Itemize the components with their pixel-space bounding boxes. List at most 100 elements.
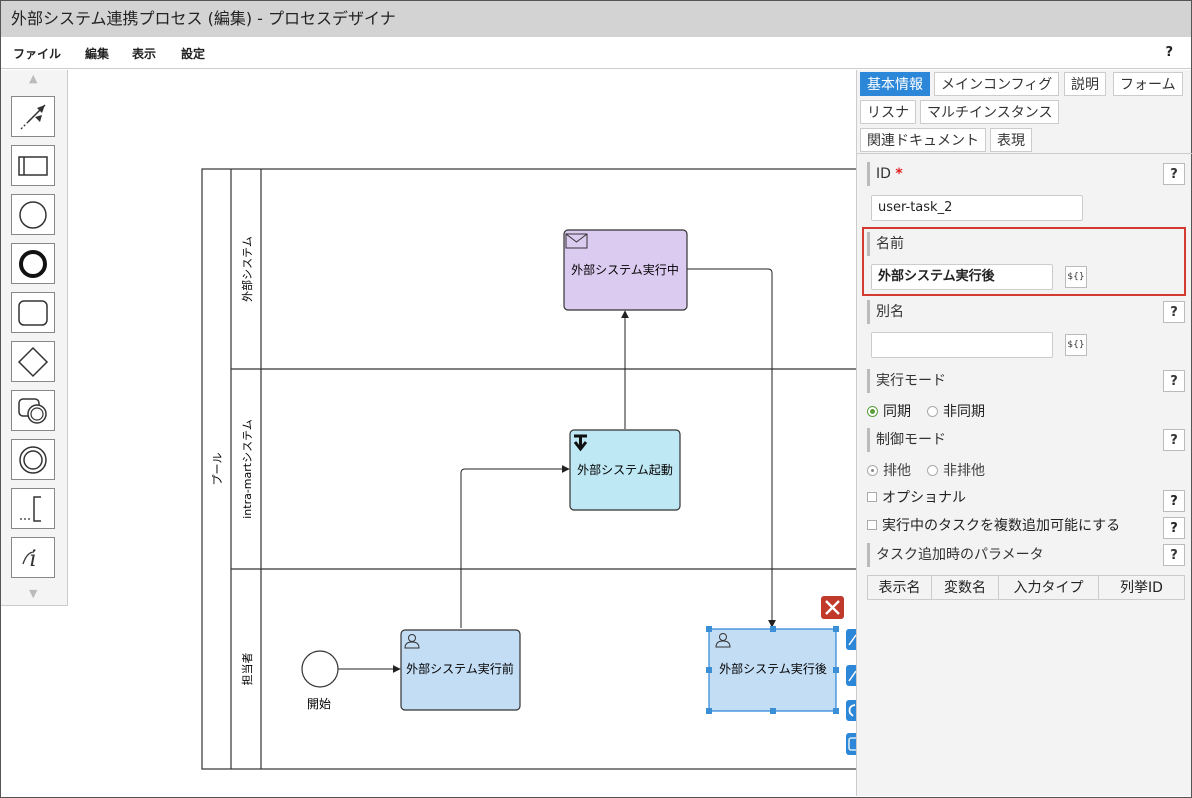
alias-label: 別名 [876,304,904,320]
name-section: 名前 [867,232,1177,256]
task-before[interactable]: 外部システム実行前 [400,629,521,711]
optional-help-button[interactable]: ? [1163,490,1185,512]
flow-before-to-start-external[interactable] [460,465,570,628]
name-expression-button[interactable]: ${} [1065,266,1087,288]
params-label: タスク追加時のパラメータ [876,547,1044,563]
tab-basic-info[interactable]: 基本情報 [860,72,930,96]
quick-action-rotate-icon[interactable] [846,700,856,721]
tab-multi-instance[interactable]: マルチインスタンス [920,100,1060,124]
lane-label-external: 外部システム [240,236,254,302]
task-start-external[interactable]: 外部システム起動 [569,429,681,511]
palette-scroll-down-icon[interactable]: ▼ [29,587,38,600]
annotation-tool-icon[interactable] [11,488,55,529]
multi-add-help-button[interactable]: ? [1163,517,1185,539]
resize-handle[interactable] [706,667,712,673]
alias-expression-button[interactable]: ${} [1065,334,1087,356]
resize-handle[interactable] [833,626,839,632]
resize-handle[interactable] [770,708,776,714]
control-mode-exclusive-radio[interactable]: 排他 [867,460,911,480]
tab-main-config[interactable]: メインコンフィグ [934,72,1060,96]
control-mode-help-button[interactable]: ? [1163,429,1185,451]
control-mode-nonexclusive-radio[interactable]: 非排他 [927,460,985,480]
exec-mode-sync-radio[interactable]: 同期 [867,401,911,421]
param-col-enum-id[interactable]: 列挙ID [1098,575,1185,600]
start-event[interactable] [301,650,339,688]
task-after[interactable]: 外部システム実行後 [706,626,839,714]
task-before-label: 外部システム実行前 [406,661,514,676]
tab-listener[interactable]: リスナ [860,100,916,124]
resize-handle[interactable] [706,626,712,632]
quick-action-task-icon[interactable] [846,733,856,755]
menu-file[interactable]: ファイル [13,47,62,61]
tab-description[interactable]: 説明 [1064,72,1106,96]
tab-related-documents[interactable]: 関連ドキュメント [860,128,986,152]
gateway-tool-icon[interactable] [11,341,55,382]
radio-selected-icon [867,464,878,476]
flow-executing-to-after[interactable] [687,268,776,628]
lane-label-intramart: intra-martシステム [241,419,254,519]
checkbox-icon [867,520,877,530]
start-event-tool-icon[interactable] [11,194,55,235]
pool-label: プール [211,453,224,486]
control-mode-nonexclusive-label: 非排他 [943,463,985,479]
connector-tool-icon[interactable] [11,96,55,137]
task-executing[interactable]: 外部システム実行中 [563,229,688,311]
resize-handle[interactable] [833,667,839,673]
menu-view[interactable]: 表示 [132,47,157,61]
lane-label-assignee: 担当者 [240,653,254,686]
multi-add-label: 実行中のタスクを複数追加可能にする [882,518,1121,534]
optional-checkbox[interactable]: オプショナル [867,487,966,507]
help-button[interactable]: ? [1165,45,1173,60]
checkbox-icon [867,492,877,502]
quick-action-connect-icon[interactable] [846,665,856,686]
multi-add-checkbox[interactable]: 実行中のタスクを複数追加可能にする [867,515,1120,535]
radio-icon [927,464,938,476]
tab-form[interactable]: フォーム [1113,72,1183,96]
exec-mode-label: 実行モード [876,373,946,389]
param-col-variable-name[interactable]: 変数名 [931,575,999,600]
task-after-label: 外部システム実行後 [719,661,827,676]
name-input[interactable]: 外部システム実行後 [871,264,1053,290]
exec-mode-async-label: 非同期 [943,404,985,420]
tab-expression[interactable]: 表現 [990,128,1032,152]
info-tool-icon[interactable]: i [11,537,55,578]
radio-icon [927,405,938,417]
exec-mode-section: 実行モード ? [867,369,1185,393]
exec-mode-async-radio[interactable]: 非同期 [927,401,985,421]
required-mark: * [895,166,903,182]
resize-handle[interactable] [833,708,839,714]
end-event-tool-icon[interactable] [11,243,55,284]
id-input[interactable]: user-task_2 [871,195,1083,221]
name-highlight-box [862,227,1186,296]
params-section: タスク追加時のパラメータ ? [867,543,1185,567]
quick-action-flow-icon[interactable] [846,629,856,650]
menu-bar: ファイル 編集 表示 設定 ? [1,37,1191,69]
task-executing-label: 外部システム実行中 [571,262,679,277]
lane-tool-icon[interactable] [11,145,55,186]
exec-mode-help-button[interactable]: ? [1163,370,1185,392]
task-tool-icon[interactable] [11,292,55,333]
radio-selected-icon [867,405,878,417]
params-help-button[interactable]: ? [1163,544,1185,566]
param-col-input-type[interactable]: 入力タイプ [998,575,1099,600]
delete-icon[interactable] [821,596,844,619]
menu-settings[interactable]: 設定 [181,47,206,61]
alias-input[interactable] [871,332,1053,358]
svg-text:i: i [29,547,36,572]
subprocess-tool-icon[interactable] [11,390,55,431]
exec-mode-sync-label: 同期 [883,404,911,420]
menu-edit[interactable]: 編集 [85,47,110,61]
resize-handle[interactable] [770,626,776,632]
param-col-display-name[interactable]: 表示名 [867,575,932,600]
diagram-canvas[interactable]: プール 外部システム intra-martシステム 担当者 外部システム実行中 … [68,70,856,796]
intermediate-event-tool-icon[interactable] [11,439,55,480]
resize-handle[interactable] [706,708,712,714]
control-mode-exclusive-label: 排他 [883,463,911,479]
bpmn-diagram: プール 外部システム intra-martシステム 担当者 外部システム実行中 … [201,168,856,770]
palette-scroll-up-icon[interactable]: ▲ [29,72,38,85]
element-palette: ▲ i ▼ [1,70,68,606]
send-arrow-icon [573,434,588,452]
id-help-button[interactable]: ? [1163,163,1185,185]
tab-divider [857,153,1192,154]
alias-help-button[interactable]: ? [1163,301,1185,323]
